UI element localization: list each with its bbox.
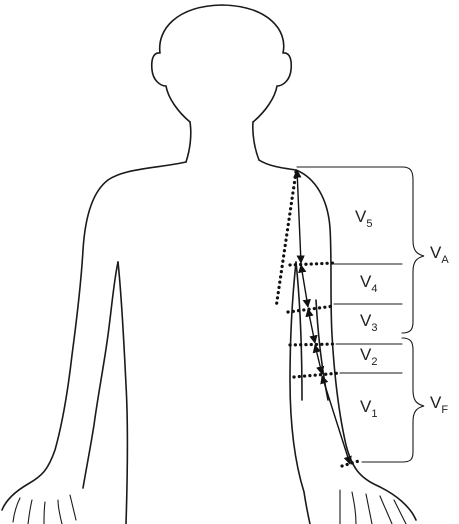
label-v2: V2 — [360, 345, 377, 368]
leader-lines — [297, 167, 402, 462]
label-v4: V4 — [360, 272, 377, 295]
brace-va — [402, 167, 424, 333]
left-hand-fingers — [13, 495, 76, 524]
brace-vf — [402, 338, 424, 462]
braces — [402, 167, 424, 462]
arrow-v5 — [297, 170, 301, 263]
segment-labels: V5 V4 V3 V2 V1 VA VF — [355, 207, 449, 420]
arrow-v4 — [301, 265, 308, 307]
neck-outline — [186, 122, 191, 162]
left-torso-outline — [118, 262, 128, 524]
left-inner-arm-outline — [83, 262, 118, 488]
label-va: VA — [430, 243, 449, 266]
label-v1: V1 — [360, 397, 377, 420]
right-torso-outline — [296, 262, 302, 400]
label-v5: V5 — [355, 207, 372, 230]
dotted-line-v2-v3 — [290, 344, 336, 345]
arrow-v3 — [308, 309, 315, 343]
right-hand-fingers — [340, 490, 406, 524]
label-vf: VF — [430, 393, 448, 416]
segment-dotted-lines — [276, 172, 362, 466]
dotted-line-v1-v2 — [294, 373, 340, 377]
head-outline — [152, 5, 291, 122]
left-arm-torso-outline — [2, 162, 186, 510]
neck-outline-right — [253, 122, 259, 160]
label-v3: V3 — [360, 311, 377, 334]
segment-arrows — [297, 170, 350, 464]
dotted-line-v3-v4 — [288, 306, 334, 312]
right-shoulder-outline — [259, 160, 416, 520]
right-arm-inner-contour — [316, 300, 328, 400]
